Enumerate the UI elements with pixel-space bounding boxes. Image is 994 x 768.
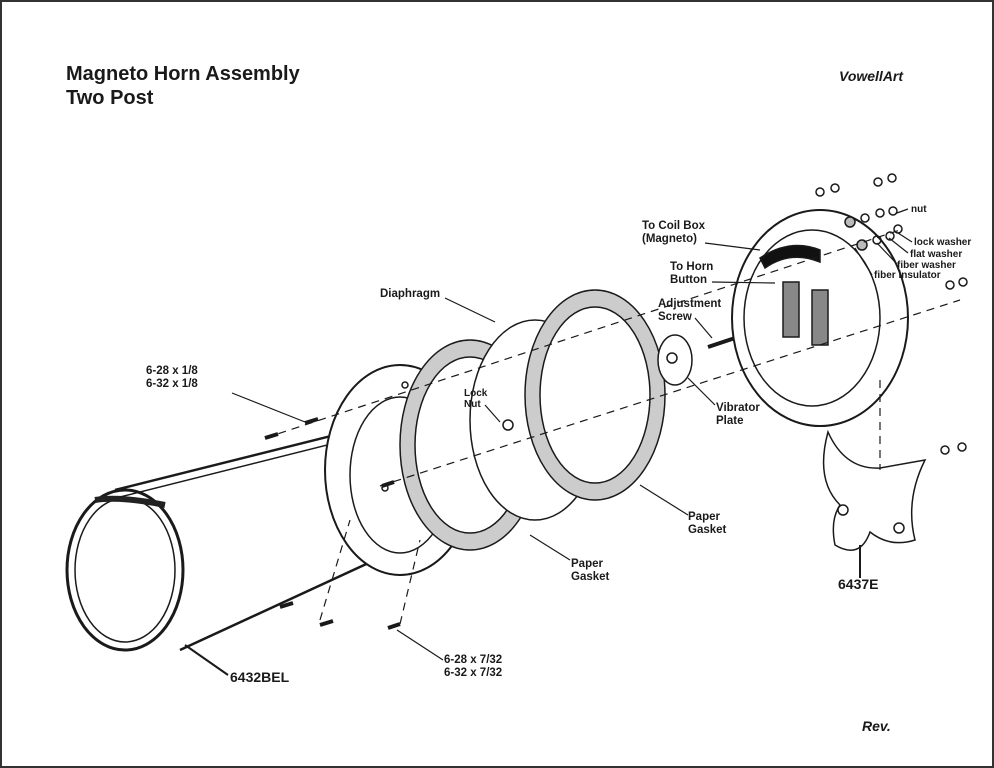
label-adjustment-screw: Adjustment Screw [658,298,721,324]
assembly-axis-lines [264,229,961,625]
label-line: Gasket [688,524,727,536]
vibrator-plate [657,334,693,386]
label-fiber-washer: fiber washer [897,260,956,271]
label-line: Gasket [571,571,610,583]
label-flat-washer: flat washer [910,249,963,260]
label-line: (Magneto) [642,233,697,245]
label-to-horn-button: To Horn Button [670,261,713,287]
brand-label: VowellArt [839,68,904,84]
paper-gasket-right [524,289,666,501]
label-lock-washer: lock washer [914,237,972,248]
label-line: Adjustment [658,298,722,310]
magneto-body [731,209,909,427]
label-line: Nut [464,399,481,410]
label-line: Screw [658,311,692,323]
label-line: 6-28 x 7/32 [444,654,503,666]
label-screw-small: 6-28 x 1/8 6-32 x 1/8 [146,365,198,391]
horn-bell [65,418,441,652]
label-line: To Horn [670,261,714,273]
label-line: Lock [464,388,488,399]
label-line: 6-32 x 1/8 [146,378,198,390]
label-paper-gasket-right: Paper Gasket [688,511,726,537]
label-to-coil-box: To Coil Box (Magneto) [642,220,705,246]
label-fiber-insulator: fiber insulator [874,270,941,281]
label-line: 6-32 x 7/32 [444,667,503,679]
label-line: To Coil Box [642,220,706,232]
label-line: Vibrator [716,402,760,414]
part-number-bracket: 6437E [838,576,879,592]
label-nut: nut [911,204,927,215]
adjustment-screw [707,336,736,349]
label-line: Paper [688,511,720,523]
label-line: 6-28 x 1/8 [146,365,198,377]
label-lock-nut: Lock Nut [464,388,487,410]
label-line: Paper [571,558,603,570]
washer-stack [815,173,968,455]
label-screw-large: 6-28 x 7/32 6-32 x 7/32 [444,654,502,680]
diagram-title: Magneto Horn Assembly Two Post [66,62,300,110]
title-line-2: Two Post [66,87,154,109]
label-line: Plate [716,415,744,427]
title-line-1: Magneto Horn Assembly [66,63,300,85]
revision-label: Rev. [862,718,891,734]
label-vibrator-plate: Vibrator Plate [716,402,760,428]
leader-lines [184,208,913,676]
label-diaphragm: Diaphragm [380,288,441,300]
label-paper-gasket-left: Paper Gasket [571,558,609,584]
label-line: Button [670,274,708,286]
part-number-bell: 6432BEL [230,669,290,685]
bracket [822,429,927,551]
